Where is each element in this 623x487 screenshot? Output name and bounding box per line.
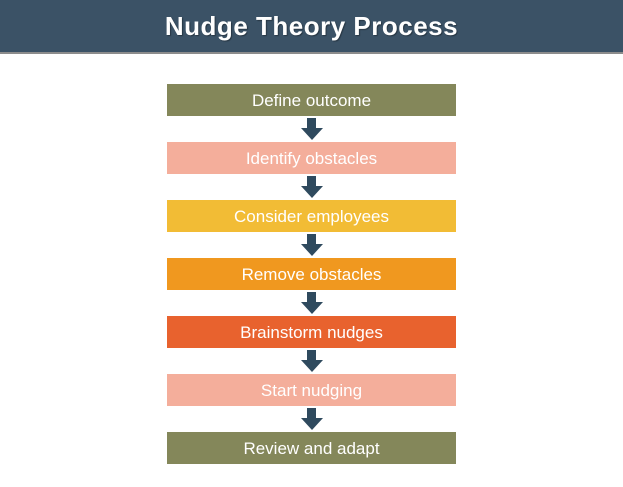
process-step: Identify obstacles <box>167 142 456 174</box>
process-step: Remove obstacles <box>167 258 456 290</box>
down-arrow-icon <box>300 232 323 258</box>
process-step: Start nudging <box>167 374 456 406</box>
down-arrow-icon <box>300 174 323 200</box>
down-arrow-stem <box>307 292 316 302</box>
down-arrow-head <box>300 186 323 198</box>
process-flow: Define outcome Identify obstacles Consid… <box>0 84 623 464</box>
down-arrow-stem <box>307 350 316 360</box>
process-step: Review and adapt <box>167 432 456 464</box>
down-arrow-icon <box>300 116 323 142</box>
process-step-label: Review and adapt <box>243 438 380 458</box>
down-arrow-stem <box>307 408 316 418</box>
down-arrow-stem <box>307 234 316 244</box>
down-arrow-head <box>300 302 323 314</box>
process-step-label: Consider employees <box>234 206 389 226</box>
process-step: Consider employees <box>167 200 456 232</box>
down-arrow-head <box>300 244 323 256</box>
down-arrow-head <box>300 418 323 430</box>
process-step: Define outcome <box>167 84 456 116</box>
down-arrow-head <box>300 128 323 140</box>
process-step-label: Define outcome <box>251 90 372 110</box>
process-step-label: Identify obstacles <box>245 148 378 168</box>
page-title: Nudge Theory Process <box>164 10 459 41</box>
title-bar: Nudge Theory Process <box>0 0 623 54</box>
down-arrow-icon <box>300 290 323 316</box>
down-arrow-stem <box>307 176 316 186</box>
process-step-label: Start nudging <box>260 380 363 400</box>
process-step-label: Remove obstacles <box>241 264 382 284</box>
process-step: Brainstorm nudges <box>167 316 456 348</box>
down-arrow-icon <box>300 406 323 432</box>
down-arrow-stem <box>307 118 316 128</box>
down-arrow-head <box>300 360 323 372</box>
process-step-label: Brainstorm nudges <box>240 322 383 342</box>
down-arrow-icon <box>300 348 323 374</box>
